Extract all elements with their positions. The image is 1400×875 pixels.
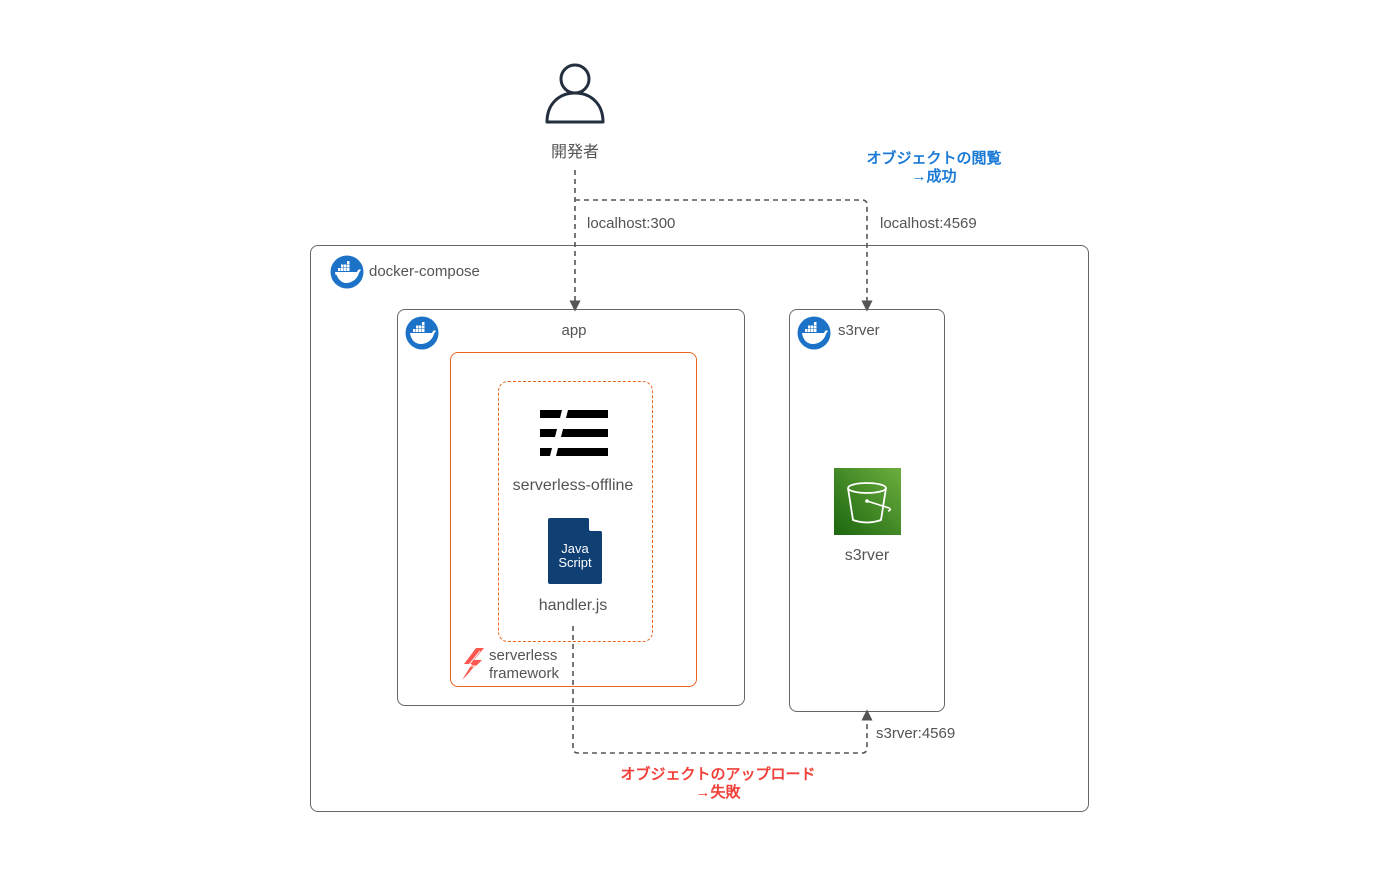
view-note-line2: →成功	[911, 168, 957, 185]
js-icon-line2: Script	[558, 555, 592, 570]
edge-label-localhost-4569: localhost:4569	[880, 215, 977, 232]
edge-label-s3rver-4569: s3rver:4569	[876, 725, 956, 742]
js-icon-line1: Java	[561, 541, 589, 556]
serverless-framework-label: serverless framework	[489, 647, 559, 683]
javascript-file-icon: Java Script	[548, 518, 602, 584]
serverless-offline-logo	[540, 410, 608, 456]
handler-label: handler.js	[538, 597, 608, 614]
docker-compose-label: docker-compose	[369, 263, 480, 280]
view-success-note: オブジェクトの閲覧 →成功	[866, 150, 1001, 186]
user-icon	[545, 63, 605, 124]
app-label: app	[561, 322, 587, 339]
docker-icon	[405, 316, 439, 350]
upload-note-line1: オブジェクトのアップロード	[620, 766, 816, 783]
sf-label-line1: serverless	[489, 647, 558, 664]
serverless-offline-label: serverless-offline	[512, 477, 634, 494]
s3-bucket-icon	[834, 468, 901, 535]
edge-label-localhost-300: localhost:300	[587, 215, 676, 232]
upload-note-line2: →失敗	[695, 784, 741, 801]
sf-label-line2: framework	[489, 665, 560, 682]
upload-failure-note: オブジェクトのアップロード →失敗	[620, 766, 815, 802]
developer-label: 開発者	[550, 144, 600, 161]
serverless-lightning-icon	[462, 648, 484, 680]
s3rver-bucket-label: s3rver	[844, 547, 890, 564]
view-note-line1: オブジェクトの閲覧	[866, 150, 1002, 167]
docker-icon	[797, 316, 831, 350]
s3rver-container-label: s3rver	[838, 322, 880, 339]
docker-icon	[330, 255, 364, 289]
